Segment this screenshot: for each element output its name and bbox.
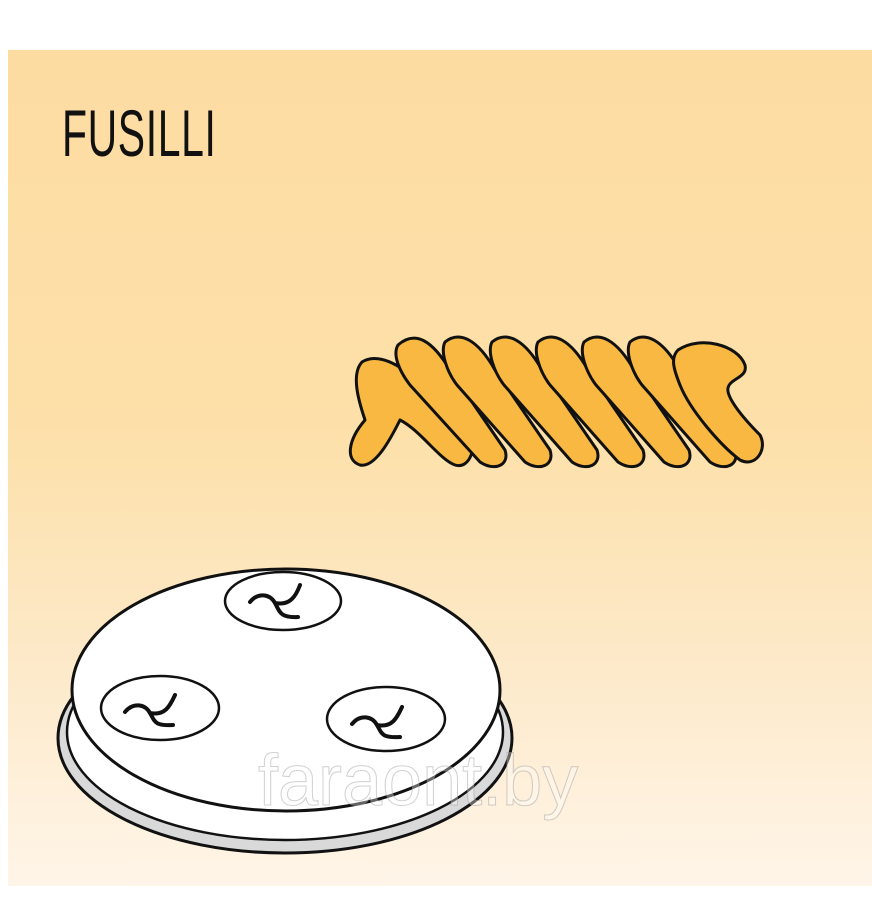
die-hole [99, 674, 221, 742]
fusilli-hole-shapes [123, 583, 404, 740]
pasta-lobe [534, 335, 646, 469]
pasta-lobe [441, 335, 553, 469]
fusilli-hole-icon [350, 705, 404, 740]
die-hole [325, 685, 447, 753]
pasta-title: FUSILLI [62, 96, 217, 170]
fusilli-hole-icon [248, 583, 302, 620]
die-hole [223, 570, 343, 632]
pasta-lobe [488, 335, 600, 469]
fusilli-pasta-image [349, 335, 764, 469]
pasta-end-curl [672, 341, 764, 464]
pasta-lobe [394, 336, 508, 469]
watermark-text: faraont.by [258, 741, 578, 821]
fusilli-hole-icon [123, 693, 177, 728]
pasta-die-image [56, 567, 514, 855]
pasta-lobe [626, 335, 738, 469]
pasta-lobe [580, 335, 692, 469]
